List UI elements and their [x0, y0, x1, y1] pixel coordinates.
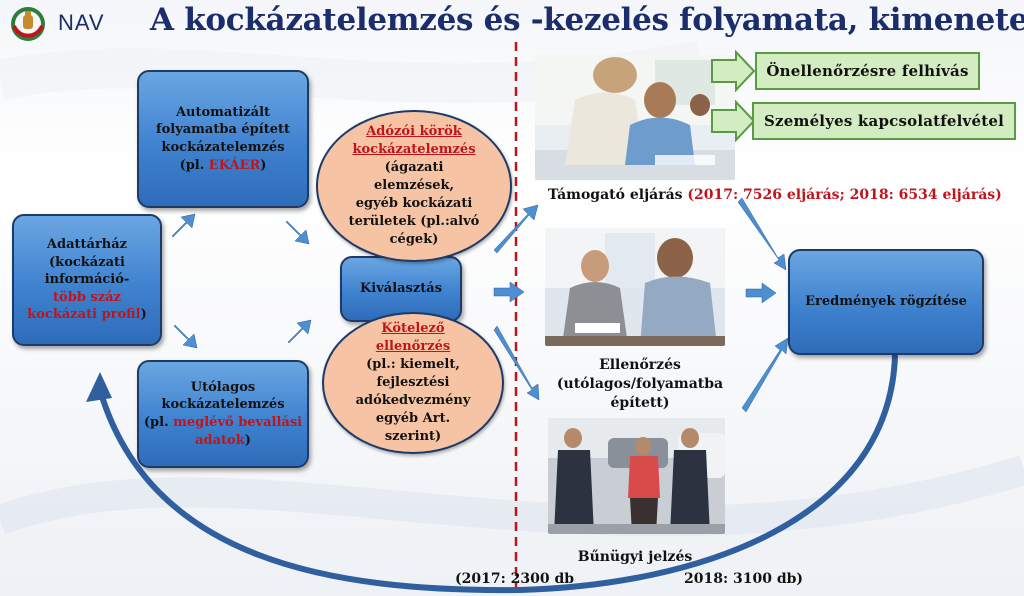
arrow-tamog-to-eredm: [737, 197, 787, 271]
feedback-arrowhead: [86, 372, 112, 402]
adozoi-line7: cégek): [389, 231, 439, 247]
onellenorzes-label: Önellenőrzésre felhívás: [766, 62, 969, 80]
arrow-bun-to-eredm: [741, 337, 789, 413]
utolagos-post: ): [244, 432, 251, 448]
adozoi-line6: területek (pl.:alvó: [348, 213, 480, 229]
kivalasztas-label: Kiválasztás: [359, 281, 443, 297]
kotelezo-line4: fejlesztési: [376, 375, 450, 391]
adattarhaz-line1: Adattárház: [46, 237, 128, 253]
tamogato-label: Támogató eljárás: [548, 187, 683, 203]
adattarhaz-line4: több száz: [53, 289, 121, 305]
feedback-arc: [97, 354, 898, 594]
bunugyi-photo: [548, 418, 725, 534]
utolagos-red2: adatok: [195, 432, 245, 448]
adozoi-line4: elemzések,: [373, 178, 454, 194]
adozoi-ellipse: Adózói körök kockázatelemzés (ágazati el…: [316, 110, 512, 262]
kotelezo-line2: ellenőrzés: [375, 339, 451, 355]
ellenorzes-caption: Ellenőrzés (utólagos/folyamatba épített): [540, 356, 740, 413]
utolagos-line4: adatok): [195, 432, 251, 450]
green-arrow-1-icon: [711, 50, 756, 92]
automatizalt-line2: folyamatba épített: [156, 122, 290, 138]
nav-logo: [8, 4, 138, 42]
green-arrow-2-icon: [711, 100, 756, 142]
ellenorzes-line1: Ellenőrzés: [599, 357, 681, 373]
bunugyi-photo-image: [548, 418, 725, 534]
adattarhaz-paren: ): [140, 307, 147, 323]
adattarhaz-profile: kockázati profil: [27, 307, 141, 323]
tamogato-stats: (2017: 7526 eljárás; 2018: 6534 eljárás): [687, 187, 1002, 203]
kotelezo-line7: szerint): [384, 428, 442, 444]
arrow-auto-to-kival: [285, 220, 310, 245]
automatizalt-post: ): [260, 157, 267, 173]
ellenorzes-photo: [545, 228, 725, 346]
utolagos-red1: meglévő bevallási: [173, 415, 303, 430]
utolagos-line2: kockázatelemzés: [161, 397, 285, 413]
tamogato-photo-image: [535, 55, 735, 180]
eredmenyek-label: Eredmények rögzítése: [805, 294, 967, 310]
arrow-ellen-to-eredm: [745, 282, 777, 304]
ellenorzes-line2: (utólagos/folyamatba: [556, 375, 724, 392]
adattarhaz-line3: információ-: [44, 272, 130, 288]
stat-2017: (2017: 2300 db: [455, 571, 575, 587]
adozoi-line5: egyéb kockázati: [355, 195, 473, 211]
kotelezo-ellipse: Kötelező ellenőrzés (pl.: kiemelt, fejle…: [322, 312, 504, 454]
automatizalt-pre: (pl.: [179, 157, 209, 173]
automatizalt-line4: (pl. EKÁER): [180, 157, 267, 175]
utolagos-box: Utólagos kockázatelemzés (pl. meglévő be…: [137, 360, 309, 468]
kotelezo-line3: (pl.: kiemelt,: [366, 357, 460, 373]
adozoi-line3: (ágazati: [384, 160, 444, 176]
tamogato-caption: Támogató eljárás (2017: 7526 eljárás; 20…: [548, 186, 1002, 205]
arrow-to-utolagos: [173, 324, 198, 349]
adattarhaz-line2: (kockázati: [49, 254, 125, 270]
arrow-to-automatizalt: [171, 213, 196, 238]
kotelezo-line5: adókedvezmény: [355, 392, 471, 408]
arrow-kival-to-ellen: [493, 281, 525, 303]
ellenorzes-photo-image: [545, 228, 725, 346]
kotelezo-line1: Kötelező: [381, 321, 445, 337]
adattarhaz-line5: kockázati profil): [27, 306, 146, 324]
bunugyi-caption: Bűnügyi jelzés: [577, 549, 693, 565]
adattarhaz-box: Adattárház (kockázati információ- több s…: [12, 214, 162, 346]
automatizalt-line1: Automatizált: [175, 104, 271, 120]
adozoi-line1: Adózói körök: [366, 124, 462, 140]
utolagos-line1: Utólagos: [190, 379, 256, 395]
ellenorzes-line3: épített): [610, 394, 670, 411]
tamogato-photo: [535, 55, 735, 180]
eredmenyek-box: Eredmények rögzítése: [788, 249, 984, 355]
logo-text: NAV: [58, 10, 105, 35]
utolagos-line3: (pl. meglévő bevallási: [144, 414, 302, 432]
stat-2018: 2018: 3100 db): [684, 571, 804, 587]
automatizalt-box: Automatizált folyamatba épített kockázat…: [137, 70, 309, 208]
onellenorzes-box: Önellenőrzésre felhívás: [755, 52, 980, 90]
nav-emblem-icon: [11, 7, 45, 41]
page-title: A kockázatelemzés és -kezelés folyamata,…: [150, 2, 1024, 38]
szemelyes-box: Személyes kapcsolatfelvétel: [752, 102, 1016, 140]
automatizalt-line3: kockázatelemzés: [161, 140, 285, 155]
arrow-kival-to-bunugyi: [493, 325, 540, 401]
arrow-kival-to-tamogato: [493, 204, 539, 254]
adozoi-line2: kockázatelemzés: [352, 142, 476, 158]
ekaer-text: EKÁER: [208, 157, 261, 173]
szemelyes-label: Személyes kapcsolatfelvétel: [764, 112, 1004, 130]
arrow-utol-to-kival: [287, 319, 312, 344]
utolagos-pre: (pl.: [143, 415, 174, 430]
kotelezo-line6: egyéb Art.: [375, 410, 451, 426]
kivalasztas-box: Kiválasztás: [340, 256, 462, 322]
